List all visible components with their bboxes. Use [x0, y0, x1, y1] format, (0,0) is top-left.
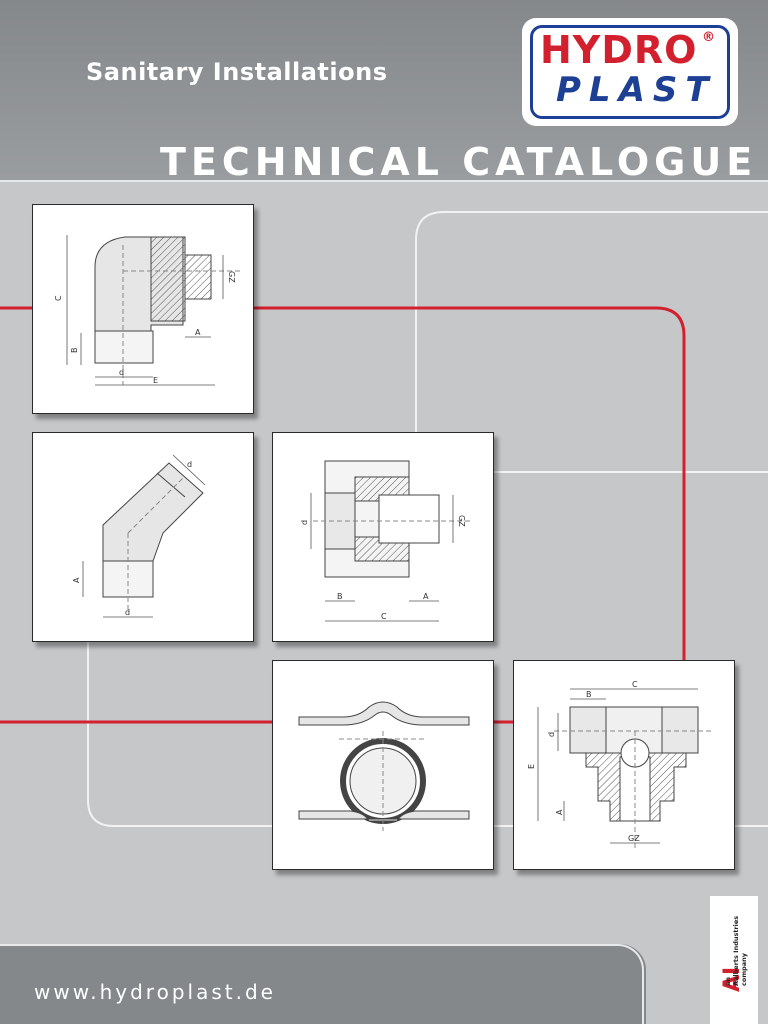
aalberts-tagline-line2: Aalberts Industries [732, 915, 740, 986]
dim-label-A: A [423, 592, 429, 601]
dim-label-A: A [195, 328, 201, 337]
footer-divider [0, 944, 644, 1024]
drawing-adapter: d GZ B A C [272, 432, 494, 642]
logo-registered-mark: ® [702, 30, 715, 45]
aalberts-badge: AI an Aalberts Industries company [710, 896, 758, 1024]
dim-label-B: B [70, 348, 79, 354]
dim-label-GZ: GZ [227, 271, 236, 283]
page-title: TECHNICAL CATALOGUE [160, 140, 758, 184]
dim-label-B: B [337, 592, 343, 601]
dim-label-GZ: GZ [628, 834, 640, 843]
hydroplast-logo: HYDRO ® PLAST [522, 18, 738, 126]
drawing-tee: B C d E A GZ [513, 660, 735, 870]
subtitle: Sanitary Installations [86, 58, 388, 86]
aalberts-tagline-line1: an [724, 976, 732, 986]
dim-label-E: E [527, 764, 536, 769]
dim-label-d-top: d [187, 460, 192, 469]
dim-label-B: B [586, 690, 592, 699]
dim-label-d: d [547, 732, 556, 737]
dim-label-C: C [54, 295, 63, 301]
white-frame-line-bottom [87, 640, 768, 827]
dim-label-E: E [153, 376, 158, 385]
drawing-pipe-clip [272, 660, 494, 870]
aalberts-tagline: an Aalberts Industries company [724, 886, 748, 986]
dim-label-GZ: GZ [457, 515, 466, 527]
footer-band [0, 944, 646, 1024]
logo-frame [530, 25, 730, 119]
website-link[interactable]: www.hydroplast.de [34, 980, 276, 1004]
dim-label-A: A [72, 577, 81, 583]
dim-label-C: C [632, 680, 638, 689]
dim-label-A: A [555, 809, 564, 815]
white-frame-line-top [415, 211, 768, 470]
dim-label-d-bottom: d [125, 608, 130, 617]
logo-wordmark-hydro: HYDRO [540, 28, 698, 72]
aalberts-tagline-line3: company [740, 953, 748, 986]
logo-wordmark-plast: PLAST [556, 70, 717, 110]
drawing-elbow-90: C B d E A GZ [32, 204, 254, 414]
dim-label-d: d [300, 520, 309, 525]
red-line-upper [0, 306, 686, 660]
dim-label-d: d [119, 368, 124, 377]
header-divider [0, 180, 768, 182]
drawing-elbow-45: A d d [32, 432, 254, 642]
dim-label-C: C [381, 612, 387, 621]
